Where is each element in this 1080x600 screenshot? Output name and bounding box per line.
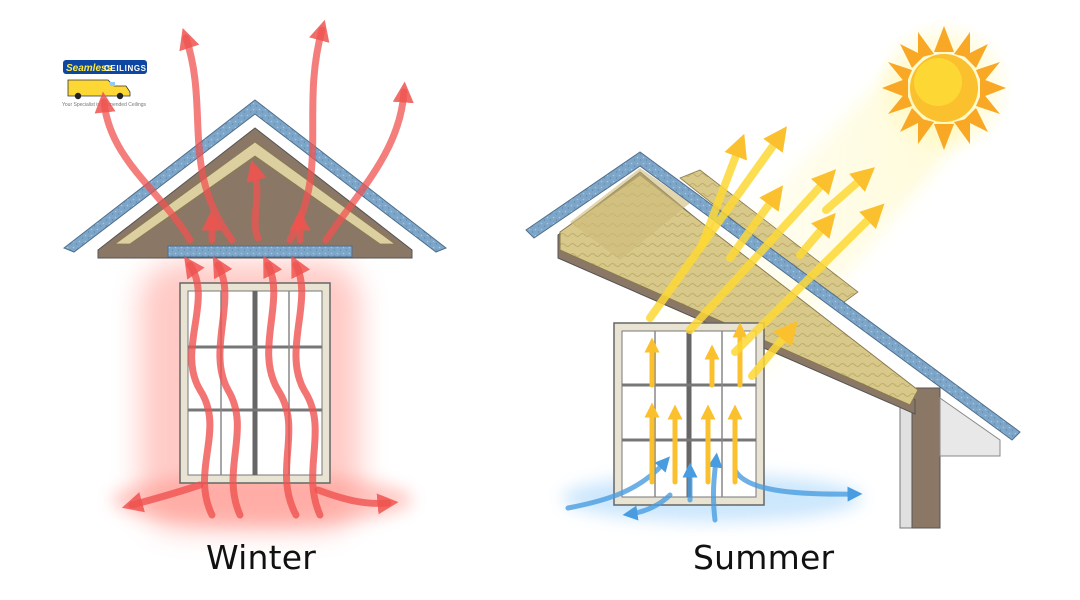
summer-wall <box>899 387 1001 529</box>
summer-window-arrows <box>644 322 748 485</box>
winter-heat-arrows-roof <box>94 19 414 244</box>
summer-cool-arrow <box>565 456 670 511</box>
logo-brand-line1: Seamless <box>66 63 113 74</box>
winter-heat-arrow <box>121 481 204 513</box>
summer-sun-arrow <box>822 167 876 214</box>
logo-van-icon <box>67 79 131 100</box>
summer-sun-arrow <box>731 203 885 356</box>
summer-sun-arrows <box>646 126 885 380</box>
summer-sun-arrow <box>748 320 798 380</box>
sun-icon <box>874 18 1014 158</box>
summer-sun-arrow <box>686 169 837 334</box>
winter-panel <box>63 19 447 530</box>
winter-heat-arrow <box>291 255 324 519</box>
winter-heat-arrows-window <box>121 255 399 519</box>
winter-heat-arrow <box>314 486 399 515</box>
logo-brand-line2: CEILINGS <box>104 64 147 73</box>
winter-heat-arrow <box>322 81 414 244</box>
winter-window <box>179 282 331 484</box>
summer-sun-arrow <box>796 212 836 259</box>
summer-caption: Summer <box>693 538 835 577</box>
winter-heat-arrow <box>212 255 244 519</box>
winter-heat-arrow <box>246 159 267 242</box>
winter-heat-arrow <box>263 255 300 519</box>
summer-sun-arrow <box>726 185 784 262</box>
winter-heat-arrow <box>184 256 216 519</box>
summer-panel <box>525 18 1021 529</box>
summer-sun-arrow <box>698 133 747 249</box>
summer-sun-arrow <box>646 126 787 322</box>
winter-caption: Winter <box>206 538 316 577</box>
winter-heat-arrow <box>94 91 194 244</box>
summer-cool-arrow <box>622 492 673 521</box>
summer-cool-air-arrows <box>565 452 863 523</box>
summer-cool-arrow <box>732 467 863 502</box>
summer-cool-arrow <box>707 452 723 523</box>
